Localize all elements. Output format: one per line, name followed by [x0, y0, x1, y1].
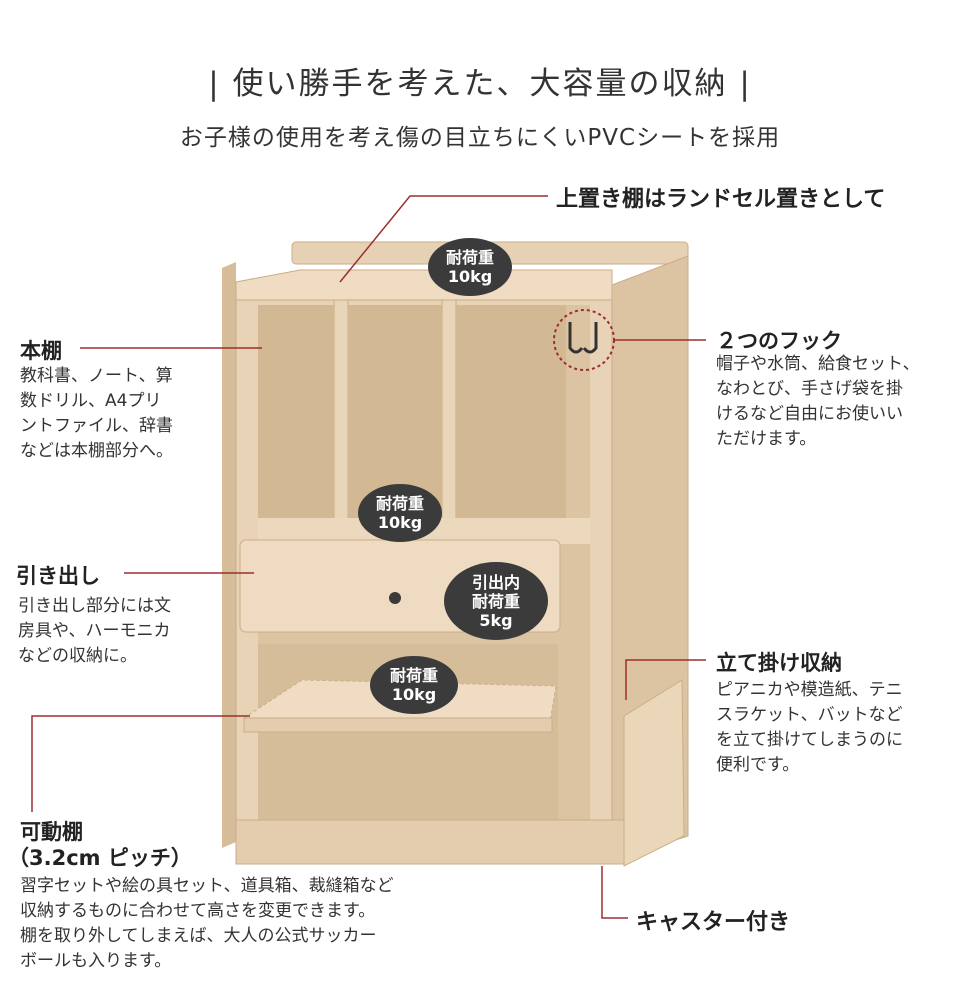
callout-drawer-title: 引き出し — [16, 564, 100, 588]
left-side-panel — [222, 262, 236, 848]
leader-top-shelf — [339, 195, 548, 283]
callout-top-shelf-title: 上置き棚はランドセル置きとして — [556, 187, 886, 212]
drawer-knob — [389, 592, 401, 604]
callout-casters-title: キャスター付き — [636, 910, 791, 935]
callout-bookshelf-title: 本棚 — [20, 339, 62, 363]
page-title: | 使い勝手を考えた、大容量の収納 | — [208, 66, 752, 102]
hook-right — [582, 322, 598, 354]
hook-left — [568, 322, 584, 354]
callout-bookshelf-text: 教科書、ノート、算 数ドリル、A4プリ ントファイル、辞書 などは本棚部分へ。 — [20, 366, 173, 461]
load-badge-top: 耐荷重 10kg — [428, 238, 512, 296]
top-shelf-board — [235, 269, 613, 301]
page-subtitle: お子様の使用を考え傷の目立ちにくいPVCシートを採用 — [179, 125, 781, 151]
callout-adjustable-pitch: （3.2cm ピッチ） — [8, 846, 192, 870]
load-badge-drawer: 引出内 耐荷重 5kg — [444, 562, 548, 640]
leader-standing — [625, 659, 706, 700]
callout-adjustable-text: 習字セットや絵の具セット、道具箱、裁縫箱など 収納するものに合わせて高さを変更で… — [20, 876, 394, 971]
leader-casters — [601, 866, 628, 919]
standing-panel — [623, 679, 685, 867]
callout-drawer-text: 引き出し部分には文 房具や、ハーモニカ などの収納に。 — [18, 596, 171, 666]
callout-standing-title: 立て掛け収納 — [716, 651, 842, 675]
callout-hooks-title: ２つのフック — [716, 329, 842, 353]
load-badge-shelf: 耐荷重 10kg — [370, 656, 458, 714]
load-badge-middle: 耐荷重 10kg — [358, 484, 442, 542]
callout-standing-text: ピアニカや模造紙、テニ スラケット、バットなど を立て掛けてしまうのに 便利です… — [716, 680, 903, 775]
leader-adjustable — [31, 715, 250, 812]
divider-2 — [441, 299, 457, 546]
divider-1 — [333, 299, 349, 546]
callout-hooks-text: 帽子や水筒、給食セット、 なわとび、手さげ袋を掛 けるなど自由にお使いい ただけ… — [716, 354, 920, 449]
callout-adjustable-title: 可動棚 — [20, 820, 83, 844]
leader-lines — [31, 195, 706, 919]
bottom-board — [235, 819, 625, 865]
